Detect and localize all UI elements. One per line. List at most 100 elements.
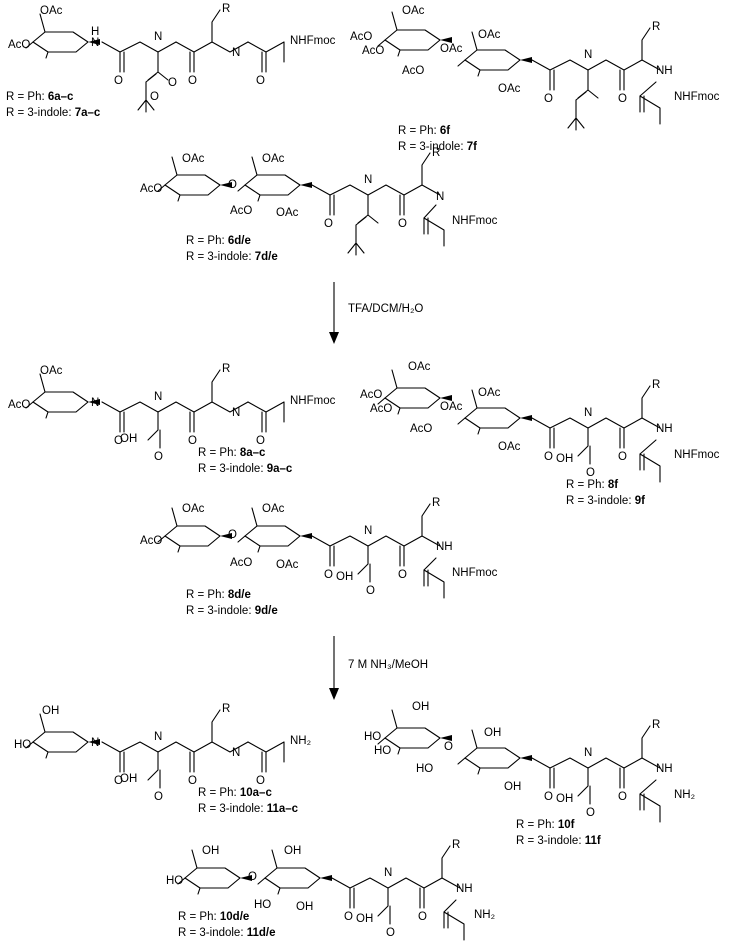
svg-text:HO: HO (166, 875, 183, 887)
svg-text:OH: OH (120, 433, 137, 445)
label-indole-11ac: R = 3-indole: 11a–c (198, 803, 299, 815)
svg-text:N: N (384, 867, 392, 879)
atom-aco: AcO (8, 39, 30, 51)
svg-text:OAc: OAc (478, 29, 501, 41)
svg-text:OAc: OAc (40, 365, 63, 377)
svg-text:OAc: OAc (182, 503, 205, 515)
svg-text:O: O (444, 741, 453, 753)
svg-text:O: O (188, 75, 197, 87)
svg-text:N: N (154, 31, 162, 43)
reagent-step2: 7 M NH₃/MeOH (348, 659, 428, 671)
svg-text:O: O (168, 77, 177, 89)
compound-8a-c: OAc AcO N O N OH O O R N O NHFmoc R = Ph… (8, 363, 336, 475)
svg-text:O: O (398, 569, 407, 581)
svg-text:O: O (150, 91, 159, 103)
svg-text:NH: NH (656, 423, 673, 435)
svg-text:O: O (188, 775, 197, 787)
svg-text:NH: NH (436, 541, 453, 553)
label-ph-6de: R = Ph: 6d/e (186, 235, 251, 247)
svg-text:OH: OH (42, 705, 59, 717)
label-ph-8de: R = Ph: 8d/e (186, 589, 251, 601)
svg-text:OAc: OAc (440, 401, 463, 413)
svg-text:NH₂: NH₂ (674, 789, 695, 801)
svg-text:OAc: OAc (262, 503, 285, 515)
svg-text:AcO: AcO (362, 45, 384, 57)
svg-text:N: N (584, 49, 592, 61)
svg-text:N: N (364, 525, 372, 537)
label-ph-6f: R = Ph: 6f (398, 125, 450, 137)
svg-text:O: O (544, 93, 553, 105)
compound-8d-e: OAc OAc AcO O AcO OAc O N OH O O R NH NH… (140, 497, 498, 617)
svg-text:OAc: OAc (276, 207, 299, 219)
atom-oac: OAc (40, 5, 63, 17)
svg-text:N: N (232, 407, 240, 419)
svg-text:NHFmoc: NHFmoc (674, 91, 720, 103)
reaction-arrow-2: 7 M NH₃/MeOH (329, 636, 428, 700)
svg-text:HO: HO (364, 731, 381, 743)
svg-text:AcO: AcO (140, 183, 162, 195)
svg-text:OH: OH (484, 727, 501, 739)
svg-text:OAc: OAc (408, 361, 431, 373)
reaction-arrow-1: TFA/DCM/H₂O (329, 282, 423, 344)
svg-text:O: O (256, 435, 265, 447)
svg-text:OH: OH (284, 845, 301, 857)
svg-text:O: O (188, 435, 197, 447)
label-indole-11de: R = 3-indole: 11d/e (178, 927, 276, 939)
svg-text:O: O (248, 871, 257, 883)
svg-text:OAc: OAc (498, 441, 521, 453)
svg-text:O: O (114, 775, 123, 787)
svg-text:O: O (154, 451, 163, 463)
svg-text:R: R (222, 363, 230, 375)
svg-text:O: O (114, 75, 123, 87)
compound-6a-c: OAc AcO N H O N O O O R N O NHFmoc R = P… (6, 3, 336, 119)
label-indole-7f: R = 3-indole: 7f (398, 141, 477, 153)
label-indole-11f: R = 3-indole: 11f (516, 835, 601, 847)
svg-text:O: O (228, 529, 237, 541)
svg-text:O: O (544, 791, 553, 803)
svg-text:HO: HO (374, 745, 391, 757)
svg-text:O: O (324, 569, 333, 581)
svg-text:R: R (652, 719, 660, 731)
svg-text:OH: OH (412, 701, 429, 713)
svg-text:HO: HO (416, 763, 433, 775)
nh2: NH₂ (290, 735, 311, 747)
svg-text:R: R (432, 147, 440, 159)
svg-text:R: R (432, 497, 440, 509)
svg-text:O: O (344, 911, 353, 923)
label-ph-10de: R = Ph: 10d/e (178, 911, 249, 923)
label-indole-9f: R = 3-indole: 9f (566, 495, 645, 507)
svg-text:H: H (91, 26, 99, 38)
svg-text:O: O (256, 775, 265, 787)
reagent-step1: TFA/DCM/H₂O (348, 303, 423, 315)
nhfmoc: NHFmoc (290, 35, 336, 47)
svg-text:O: O (586, 807, 595, 819)
svg-text:O: O (544, 451, 553, 463)
svg-text:N: N (154, 731, 162, 743)
svg-text:N: N (91, 737, 99, 749)
svg-text:OAc: OAc (498, 83, 521, 95)
svg-text:O: O (618, 791, 627, 803)
svg-text:O: O (114, 435, 123, 447)
svg-text:OH: OH (556, 793, 573, 805)
svg-text:NHFmoc: NHFmoc (452, 215, 498, 227)
svg-text:OAc: OAc (276, 559, 299, 571)
svg-text:AcO: AcO (350, 31, 372, 43)
svg-text:OAc: OAc (182, 153, 205, 165)
svg-text:OH: OH (336, 571, 353, 583)
svg-text:O: O (256, 75, 265, 87)
svg-text:OH: OH (356, 913, 373, 925)
label-indole-7ac: R = 3-indole: 7a–c (6, 107, 101, 119)
svg-text:R: R (652, 21, 660, 33)
svg-text:AcO: AcO (402, 65, 424, 77)
svg-text:HO: HO (14, 739, 31, 751)
svg-text:AcO: AcO (140, 535, 162, 547)
compound-8f: OAc AcO AcO OAc OAc AcO OAc O N OH O O R… (360, 361, 720, 507)
svg-text:OH: OH (202, 845, 219, 857)
svg-text:O: O (586, 467, 595, 479)
svg-text:O: O (386, 927, 395, 939)
svg-text:OH: OH (120, 773, 137, 785)
svg-text:N: N (232, 47, 240, 59)
svg-text:N: N (364, 174, 372, 186)
label-indole-9de: R = 3-indole: 9d/e (186, 605, 278, 617)
svg-text:OAc: OAc (262, 153, 285, 165)
